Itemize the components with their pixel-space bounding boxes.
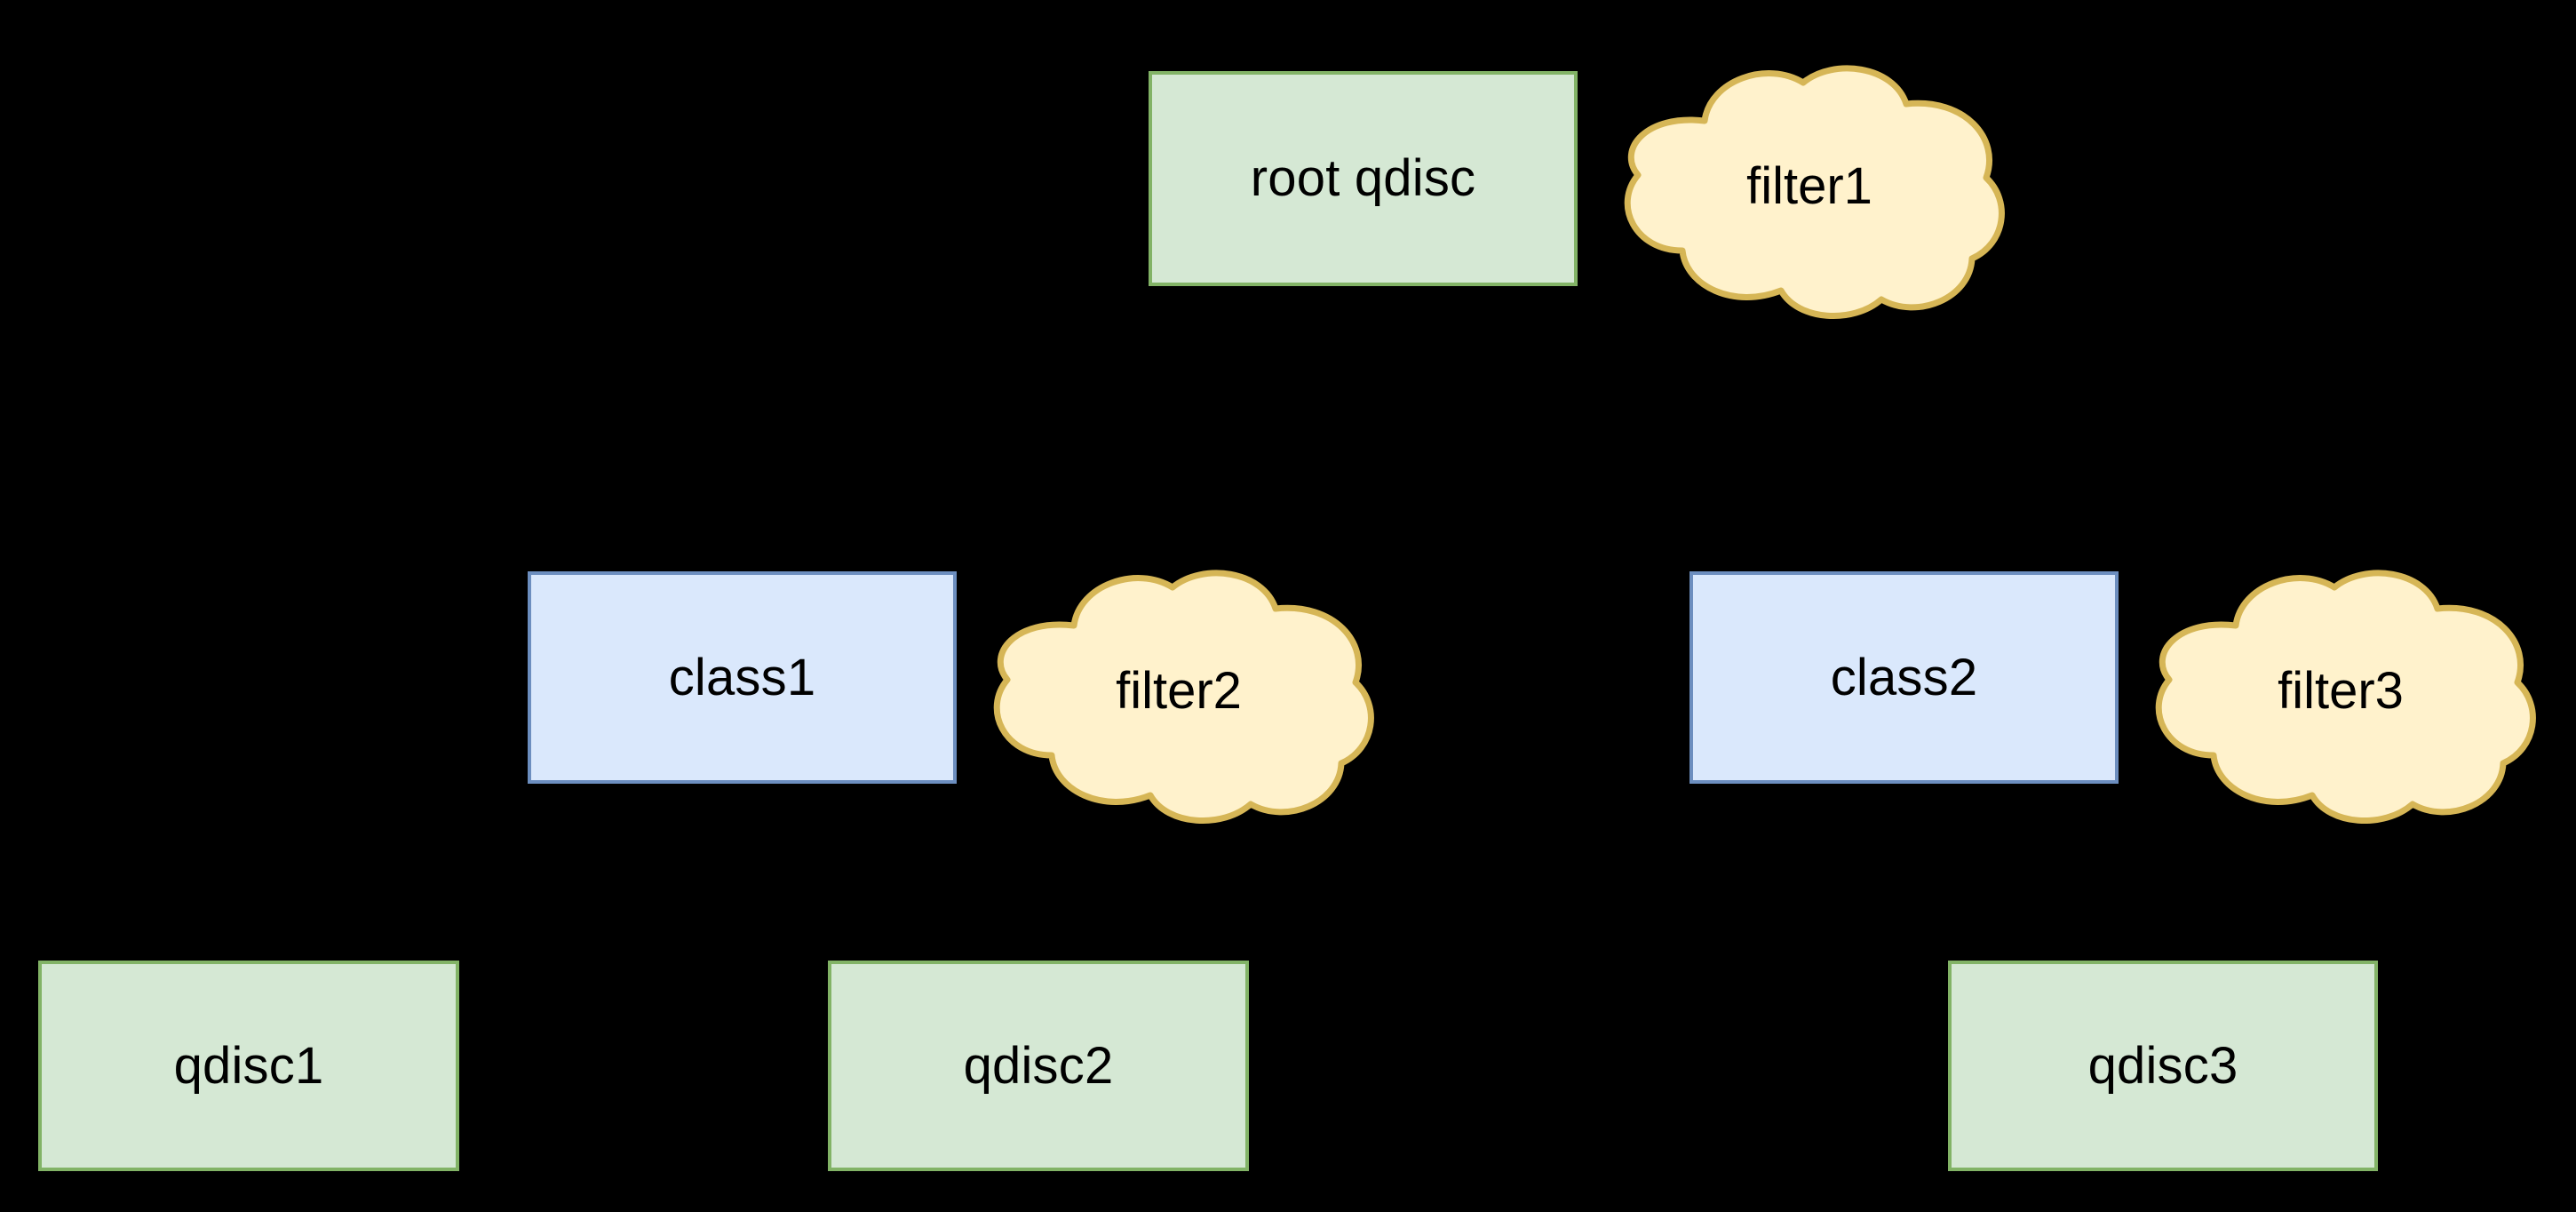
node-filter2[interactable]: filter2 bbox=[970, 558, 1387, 825]
node-class1[interactable]: class1 bbox=[528, 571, 957, 784]
cloud-icon bbox=[1624, 65, 2005, 319]
node-class1-label: class1 bbox=[668, 648, 816, 706]
node-filter3[interactable]: filter3 bbox=[2132, 558, 2549, 825]
cloud-icon bbox=[2155, 570, 2536, 824]
node-qdisc1-label: qdisc1 bbox=[173, 1036, 324, 1095]
edge-class1-to-qdisc2 bbox=[740, 784, 944, 961]
edge-root-to-class2 bbox=[1360, 286, 1906, 571]
node-root-qdisc[interactable]: root qdisc bbox=[1149, 71, 1578, 286]
edge-class2-to-qdisc3 bbox=[1901, 784, 2166, 961]
edge-root-to-class1 bbox=[740, 286, 1365, 571]
node-qdisc2[interactable]: qdisc2 bbox=[828, 961, 1249, 1171]
node-qdisc3[interactable]: qdisc3 bbox=[1948, 961, 2378, 1171]
cloud-icon bbox=[993, 570, 1374, 824]
node-root-qdisc-label: root qdisc bbox=[1250, 149, 1476, 207]
node-qdisc2-label: qdisc2 bbox=[963, 1036, 1114, 1095]
node-filter1[interactable]: filter1 bbox=[1601, 53, 2018, 320]
edge-class1-to-qdisc1 bbox=[246, 784, 745, 961]
node-qdisc3-label: qdisc3 bbox=[2087, 1036, 2238, 1095]
node-qdisc1[interactable]: qdisc1 bbox=[38, 961, 459, 1171]
node-class2-label: class2 bbox=[1830, 648, 1978, 706]
node-class2[interactable]: class2 bbox=[1690, 571, 2119, 784]
